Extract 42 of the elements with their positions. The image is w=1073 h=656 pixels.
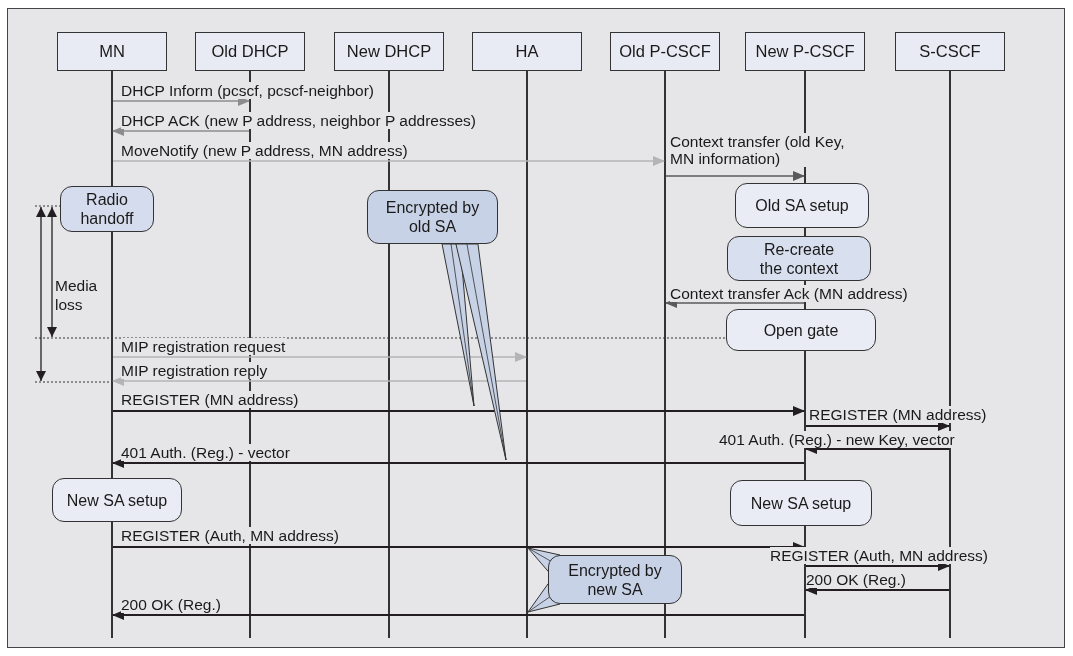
process-box: Open gate	[726, 309, 876, 351]
process-box: New SA setup	[730, 480, 872, 526]
message-arrow	[665, 171, 805, 181]
message-arrow	[806, 421, 950, 431]
participant-box: New DHCP	[334, 32, 444, 71]
edge-label: 401 Auth. (Reg.) - new Key, vector	[719, 431, 955, 448]
edge-label: REGISTER (Auth, MN address)	[121, 527, 339, 544]
message-arrow	[112, 352, 527, 362]
message-arrow	[113, 406, 805, 416]
lifeline	[949, 71, 951, 638]
edge-label: DHCP Inform (pcscf, pcscf-neighbor)	[121, 82, 374, 99]
callout-box: Encrypted by old SA	[367, 190, 498, 244]
process-box: New SA setup	[52, 478, 182, 522]
lifeline	[526, 71, 528, 638]
edge-label: 401 Auth. (Reg.) - vector	[121, 444, 290, 461]
participant-box: HA	[472, 32, 582, 71]
participant-box: New P-CSCF	[745, 32, 865, 71]
edge-label: MIP registration request	[121, 338, 286, 355]
participant-box: S-CSCF	[895, 32, 1005, 71]
message-arrow	[112, 156, 665, 166]
process-box: Radio handoff	[60, 186, 154, 232]
message-arrow	[112, 458, 804, 468]
edge-label: REGISTER (Auth, MN address)	[770, 547, 988, 564]
process-box: Re-create the context	[727, 236, 871, 281]
message-arrow	[112, 610, 804, 620]
edge-label: REGISTER (MN address)	[121, 391, 299, 408]
lifeline	[664, 71, 666, 638]
message-arrow	[665, 298, 805, 308]
participant-box: MN	[57, 32, 167, 71]
edge-label: DHCP ACK (new P address, neighbor P addresses)	[121, 112, 476, 129]
participant-box: Old P-CSCF	[610, 32, 720, 71]
edge-label: REGISTER (MN address)	[809, 406, 987, 423]
edge-label: Context transfer Ack (MN address)	[670, 285, 908, 302]
message-arrow	[112, 126, 250, 136]
edge-label: 200 OK (Reg.)	[806, 571, 906, 588]
process-box: Old SA setup	[735, 183, 869, 228]
edge-label: MoveNotify (new P address, MN address)	[121, 142, 408, 159]
edge-label: MIP registration reply	[121, 362, 268, 379]
edge-label: 200 OK (Reg.)	[121, 596, 221, 613]
message-arrow	[112, 376, 527, 386]
participant-box: Old DHCP	[195, 32, 305, 71]
callout-box: Encrypted by new SA	[548, 555, 682, 604]
